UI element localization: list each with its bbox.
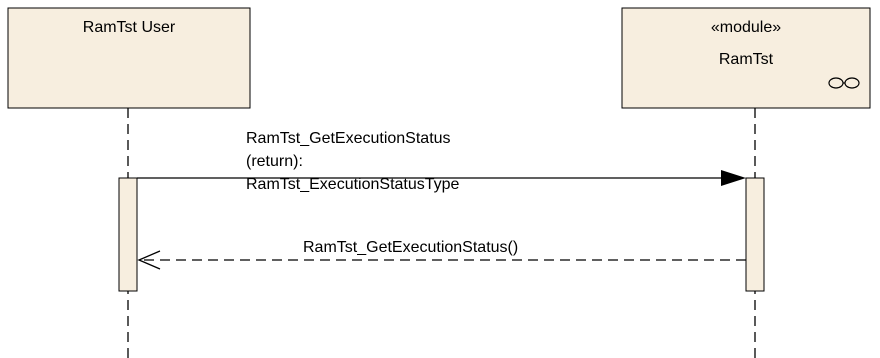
lifeline-head-ramtst (621, 7, 871, 109)
open-arrowhead-icon (137, 250, 161, 270)
lifeline-title-ramtst: RamTst (719, 51, 774, 68)
component-link-icon (828, 77, 860, 89)
lifeline-head-ramtst-user (7, 7, 251, 109)
lifeline-title-ramtst-user: RamTst User (83, 19, 176, 36)
lifeline-ramtst-user: RamTst User (7, 7, 251, 358)
message-call: RamTst_GetExecutionStatus (return): RamT… (137, 130, 746, 193)
message-call-label: RamTst_GetExecutionStatus (return): RamT… (246, 130, 460, 193)
message-reply-label: RamTst_GetExecutionStatus() (303, 239, 518, 256)
lifeline-ramtst: «module» RamTst (621, 7, 871, 358)
activation-bar-ramtst-user (118, 177, 138, 292)
lifeline-stereotype-ramtst: «module» (711, 19, 781, 36)
message-reply: RamTst_GetExecutionStatus() (137, 239, 746, 270)
message-call-label-line-2: (return): (246, 153, 303, 170)
message-call-label-line-1: RamTst_GetExecutionStatus (246, 130, 451, 147)
activation-bar-ramtst (745, 177, 765, 292)
filled-arrowhead-icon (721, 170, 746, 186)
message-call-label-line-3: RamTst_ExecutionStatusType (246, 176, 460, 193)
